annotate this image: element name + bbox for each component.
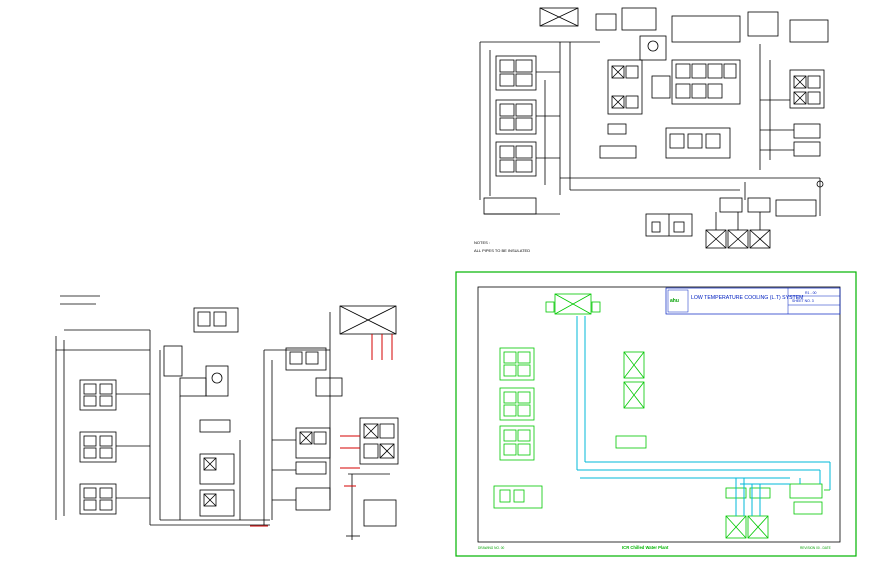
schematic-top-right xyxy=(479,7,829,249)
sheet-rev: R1 - 00 xyxy=(805,291,817,295)
footer-left: DRAWING NO. 00 xyxy=(478,546,504,550)
title-block xyxy=(665,287,841,315)
sheet-frame-inner xyxy=(477,286,841,543)
note-label-1: NOTES : xyxy=(474,240,490,245)
green-equipment xyxy=(493,293,830,539)
note-label-2: ALL PIPES TO BE INSULATED xyxy=(474,248,530,253)
footer-right: REVISION 00 - DATE xyxy=(800,546,831,550)
red-lines-bottom-left xyxy=(250,334,393,527)
cyan-piping xyxy=(576,316,831,516)
sheet-number: SHEET NO. 3 xyxy=(792,299,814,303)
title-logo: ahu xyxy=(670,298,679,304)
sheet-title: LOW TEMPERATURE COOLING (L.T) SYSTEM xyxy=(691,295,804,301)
footer-center: ICR Chilled Water Plant xyxy=(622,545,669,550)
sheet-frame-outer xyxy=(455,271,857,557)
schematic-bottom-left xyxy=(55,295,399,540)
